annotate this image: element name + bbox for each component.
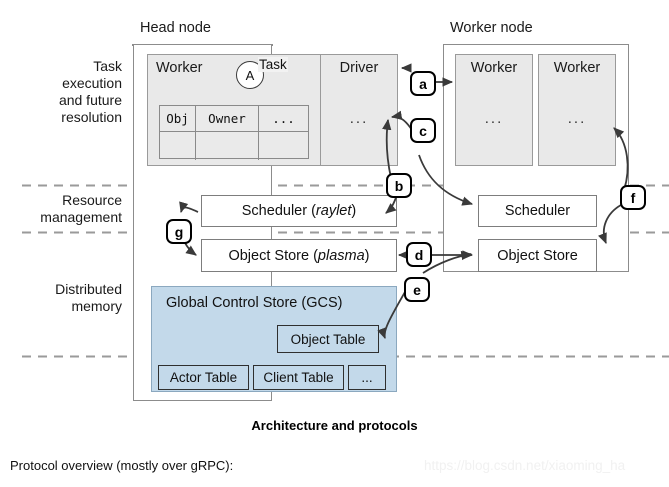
label-line: Distributed [55,281,122,297]
task-label: Task [258,57,288,72]
label-line: resolution [61,109,122,125]
head-object-store-box[interactable]: Object Store (plasma) [201,239,397,272]
label-line: execution [62,75,122,91]
worker-1-dots: ... [484,110,504,127]
worker-node-worker-1[interactable]: Worker ... [455,54,533,166]
protocol-badge-g[interactable]: g [166,219,192,244]
gcs-title: Global Control Store (GCS) [166,295,343,311]
head-node-title: Head node [140,20,211,36]
head-object-store-suffix: ) [364,247,370,264]
driver-dots: ... [349,110,369,127]
driver-label: Driver [339,60,379,76]
head-scheduler-suffix: ) [351,203,357,219]
head-scheduler-label: Scheduler ( [241,203,316,219]
head-scheduler-emphasis: raylet [315,203,352,219]
head-scheduler-box[interactable]: Scheduler (raylet) [201,195,397,227]
head-object-store-label: Object Store ( [228,247,318,264]
protocol-badge-d[interactable]: d [406,242,432,267]
gcs-client-table[interactable]: Client Table [253,365,344,390]
protocol-badge-e[interactable]: e [404,277,430,302]
gcs-object-table[interactable]: Object Table [277,325,379,353]
obj-table-header-obj: Obj [160,106,196,132]
obj-table-header-more: ... [259,106,308,132]
obj-table-header-owner: Owner [196,106,259,132]
obj-table-cell [196,132,259,160]
label-line: Task [93,58,122,74]
section-label-task-execution: Task execution and future resolution [10,58,122,126]
section-label-resource-management: Resource management [10,192,122,226]
watermark: https://blog.csdn.net/xiaoming_ha [424,458,626,473]
worker-2-label: Worker [553,60,601,76]
label-line: and future [58,92,122,108]
driver-box[interactable]: Driver ... [320,54,398,166]
label-line: Resource [62,192,122,208]
label-line: management [40,209,122,225]
obj-table-cell [259,132,308,160]
worker-node-title: Worker node [450,20,533,36]
protocol-badge-b[interactable]: b [386,173,412,198]
head-worker-label: Worker [156,60,203,76]
protocol-badge-c[interactable]: c [410,118,436,143]
worker-object-table: Obj Owner ... [159,105,309,160]
worker-object-store-box[interactable]: Object Store [478,239,597,272]
task-circle-label: A [245,67,255,83]
worker-1-label: Worker [470,60,518,76]
gcs-actor-table[interactable]: Actor Table [158,365,249,390]
gcs-more-tables[interactable]: ... [348,365,386,390]
label-line: memory [71,298,122,314]
figure-caption: Architecture and protocols [251,418,418,433]
protocol-badge-a[interactable]: a [410,71,436,96]
section-label-distributed-memory: Distributed memory [10,281,122,315]
worker-2-dots: ... [567,110,587,127]
worker-scheduler-box[interactable]: Scheduler [478,195,597,227]
footer-text: Protocol overview (mostly over gRPC): [10,458,234,473]
obj-table-cell [160,132,196,160]
worker-node-worker-2[interactable]: Worker ... [538,54,616,166]
protocol-badge-f[interactable]: f [620,185,646,210]
head-object-store-emphasis: plasma [317,247,365,264]
